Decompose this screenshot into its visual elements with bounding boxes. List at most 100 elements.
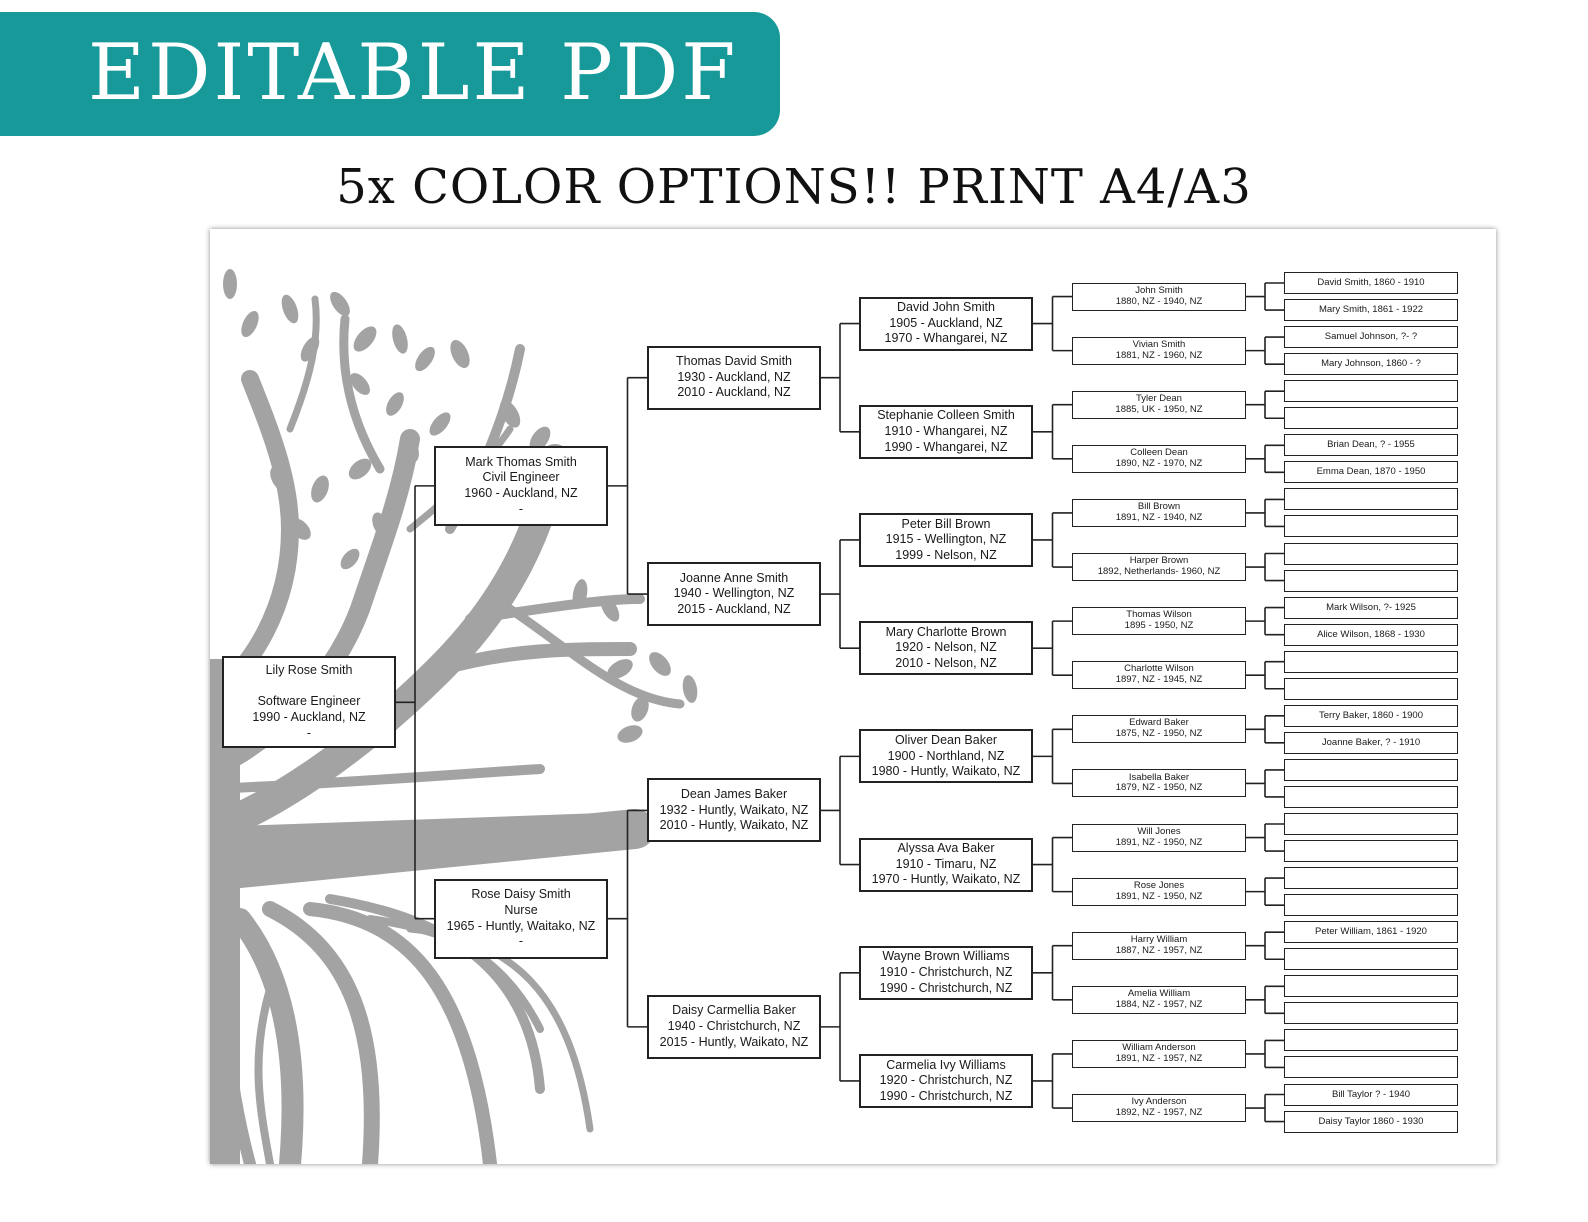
person-box-g5[interactable] (1284, 948, 1458, 971)
person-box-g5[interactable] (1284, 650, 1458, 673)
person-box-g5[interactable]: Peter William, 1861 - 1920 (1284, 921, 1458, 944)
person-line: Lily Rose Smith (265, 663, 353, 678)
person-line: 1920 - Nelson, NZ (895, 640, 997, 655)
person-box-g5[interactable] (1284, 867, 1458, 890)
person-line: Colleen Dean (1130, 446, 1188, 458)
person-box-g5[interactable]: Emma Dean, 1870 - 1950 (1284, 461, 1458, 484)
person-line: 1887, NZ - 1957, NZ (1115, 944, 1203, 956)
person-line: Emma Dean, 1870 - 1950 (1316, 466, 1426, 478)
person-box-g5[interactable] (1284, 1029, 1458, 1052)
person-line: Terry Baker, 1860 - 1900 (1318, 709, 1424, 721)
person-box-g5[interactable] (1284, 840, 1458, 863)
person-box-g5[interactable]: Brian Dean, ? - 1955 (1284, 434, 1458, 457)
person-line: Mark Wilson, ?- 1925 (1326, 601, 1416, 613)
person-box-g5[interactable]: Terry Baker, 1860 - 1900 (1284, 704, 1458, 727)
person-line: 1885, UK - 1950, NZ (1115, 403, 1203, 415)
person-line: Mary Charlotte Brown (885, 624, 1007, 639)
person-box-g5[interactable] (1284, 813, 1458, 835)
person-line: 1879, NZ - 1950, NZ (1115, 782, 1203, 794)
person-box-g5[interactable] (1284, 758, 1458, 781)
person-box-g5[interactable] (1284, 975, 1458, 998)
person-line: Civil Engineer (482, 470, 560, 485)
person-line: 2010 - Auckland, NZ (677, 385, 791, 400)
person-line: Peter William, 1861 - 1920 (1315, 926, 1427, 938)
person-line: David Smith, 1860 - 1910 (1317, 277, 1425, 289)
person-box-g5[interactable] (1284, 542, 1458, 565)
person-box-g5[interactable] (1284, 677, 1458, 700)
person-box-g5[interactable] (1284, 1002, 1458, 1025)
person-line: 1884, NZ - 1957, NZ (1115, 998, 1203, 1010)
person-box-g5[interactable]: Bill Taylor ? - 1940 (1284, 1083, 1458, 1106)
person-line: 1891, NZ - 1957, NZ (1115, 1052, 1203, 1064)
person-line: Mary Johnson, 1860 - ? (1321, 358, 1421, 370)
person-line: 1970 - Huntly, Waikato, NZ (871, 872, 1021, 887)
person-box-g5[interactable] (1284, 380, 1458, 403)
person-line: Dean James Baker (680, 787, 788, 802)
banner-title: EDITABLE PDF (88, 28, 739, 118)
person-box-g5[interactable] (1284, 407, 1458, 430)
person-box-g5[interactable]: Mark Wilson, ?- 1925 (1284, 596, 1458, 619)
person-line: 1940 - Wellington, NZ (673, 586, 795, 601)
person-box-g5[interactable] (1284, 515, 1458, 538)
person-line: Tyler Dean (1136, 392, 1182, 404)
person-box-g5[interactable] (1284, 894, 1458, 917)
person-box-g5[interactable] (1284, 488, 1458, 511)
person-box-g5[interactable]: David Smith, 1860 - 1910 (1284, 272, 1458, 294)
person-line: Ivy Anderson (1131, 1096, 1187, 1108)
person-line: Wayne Brown Williams (882, 949, 1010, 964)
person-box-g5[interactable] (1284, 1056, 1458, 1079)
person-line: Rose Jones (1133, 879, 1185, 891)
person-box-g5[interactable]: Joanne Baker, ? - 1910 (1284, 731, 1458, 754)
person-line: 1965 - Huntly, Waitako, NZ (446, 918, 596, 933)
person-line: - (518, 934, 524, 949)
person-line: Joanne Baker, ? - 1910 (1321, 736, 1421, 748)
person-box-g5[interactable]: Mary Smith, 1861 - 1922 (1284, 299, 1458, 322)
person-box-g5[interactable]: Alice Wilson, 1868 - 1930 (1284, 623, 1458, 646)
person-box-g5[interactable]: Mary Johnson, 1860 - ? (1284, 353, 1458, 376)
person-line: 1900 - Northland, NZ (887, 748, 1005, 763)
person-line: Daisy Carmellia Baker (672, 1003, 796, 1018)
person-box-g5[interactable] (1284, 569, 1458, 592)
person-line: - (518, 501, 524, 516)
person-box-g5[interactable]: Daisy Taylor 1860 - 1930 (1284, 1110, 1458, 1133)
person-line: 1980 - Huntly, Waikato, NZ (871, 764, 1021, 779)
person-line: 1999 - Nelson, NZ (895, 547, 997, 562)
person-box-g5[interactable] (1284, 785, 1458, 808)
person-box-g5[interactable]: Samuel Johnson, ?- ? (1284, 326, 1458, 349)
person-line: 1880, NZ - 1940, NZ (1115, 295, 1203, 307)
person-line: Will Jones (1137, 825, 1181, 837)
person-line: Charlotte Wilson (1124, 663, 1194, 675)
